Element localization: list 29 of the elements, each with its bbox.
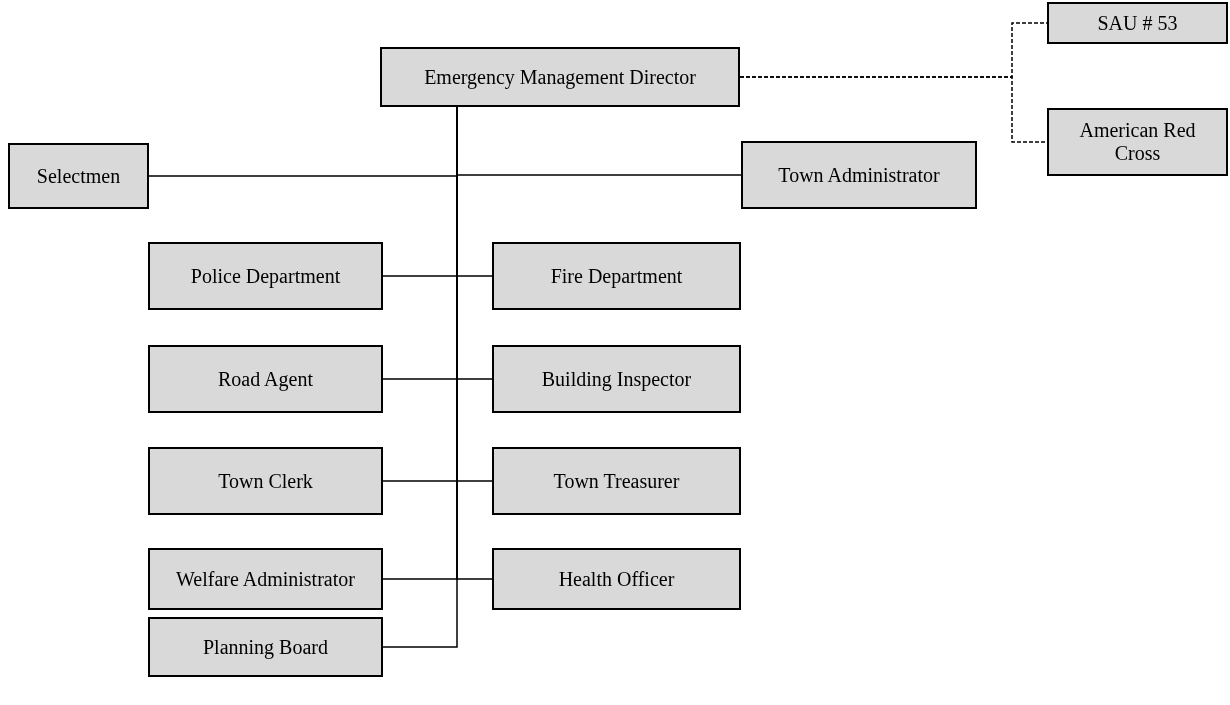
box-label: Building Inspector <box>541 367 692 391</box>
box-label: Road Agent <box>218 367 313 391</box>
org-box <box>1047 108 1228 176</box>
connector-line <box>739 76 1048 143</box>
box-label: Planning Board <box>203 635 328 659</box>
org-box <box>1047 2 1228 44</box>
box-label: SAU # 53 <box>1097 11 1178 35</box>
org-box <box>741 141 977 209</box>
org-box <box>148 548 383 610</box>
org-box <box>148 447 383 515</box>
box-label: Town Administrator <box>778 163 940 187</box>
box-label: Town Clerk <box>218 469 313 493</box>
org-box <box>492 242 741 310</box>
box-label: American Red Cross <box>1078 119 1197 165</box>
org-box <box>492 548 741 610</box>
box-label: Town Treasurer <box>553 469 680 493</box>
box-label: Fire Department <box>550 264 683 288</box>
org-box <box>148 617 383 677</box>
org-box <box>148 345 383 413</box>
box-label: Welfare Administrator <box>176 567 355 591</box>
org-box <box>380 47 740 107</box>
org-box <box>492 345 741 413</box>
org-box <box>148 242 383 310</box>
box-label: Police Department <box>190 264 341 288</box>
box-label: Emergency Management Director <box>424 65 696 89</box>
box-label: Health Officer <box>558 567 675 591</box>
box-label: Selectmen <box>36 164 121 188</box>
org-box <box>492 447 741 515</box>
org-box <box>8 143 149 209</box>
